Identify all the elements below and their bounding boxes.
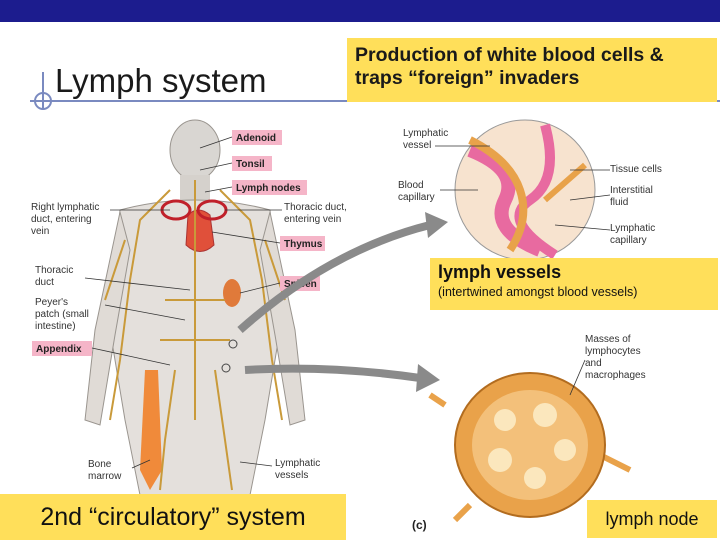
label-thoracic-entering-1: Thoracic duct, (284, 202, 347, 213)
label-lymph-vessels-2: vessels (275, 470, 308, 481)
label-lymphatic-vessel-1: Lymphatic (403, 128, 448, 139)
label-lymphatic-capillary-1: Lymphatic (610, 223, 655, 234)
arrow-to-node (244, 364, 421, 382)
label-tonsil: Tonsil (236, 159, 265, 170)
arrow-to-node-head (416, 364, 440, 392)
label-right-duct-2: duct, entering (31, 214, 92, 225)
lymph-vessels-sublabel: (intertwined amongst blood vessels) (438, 285, 638, 299)
label-lymphatic-capillary-2: capillary (610, 235, 647, 246)
label-lymph-vessels-1: Lymphatic (275, 458, 320, 469)
circulatory-system-box: 2nd “circulatory” system (0, 494, 346, 540)
label-peyers-2: patch (small (35, 309, 89, 320)
label-peyers-3: intestine) (35, 321, 76, 332)
node-marker-2 (221, 363, 231, 373)
vessel-detail (454, 119, 596, 261)
label-blood-capillary-1: Blood (398, 180, 424, 191)
label-bone-marrow-1: Bone (88, 459, 112, 470)
label-thoracic-entering-2: entering vein (284, 214, 341, 225)
label-tissue-cells: Tissue cells (610, 164, 662, 175)
label-right-duct-3: vein (31, 226, 49, 237)
bone-marrow-organ (140, 370, 162, 490)
label-adenoid: Adenoid (236, 133, 276, 144)
arrow-to-vessels (237, 221, 431, 333)
crosshair-icon (34, 92, 52, 110)
label-interstitial-1: Interstitial (610, 185, 653, 196)
label-thoracic-duct-1: Thoracic (35, 265, 73, 276)
label-interstitial-2: fluid (610, 197, 628, 208)
label-lymphatic-vessel-2: vessel (403, 140, 431, 151)
lymph-vessels-label: lymph vessels (438, 262, 562, 282)
panel-label: (c) (412, 518, 427, 532)
header-bar (0, 0, 720, 22)
slide-title: Lymph system (55, 62, 267, 99)
label-masses-4: macrophages (585, 370, 646, 381)
label-masses-1: Masses of (585, 334, 631, 345)
lymph-node-box: lymph node (587, 500, 717, 538)
lymph-vessels-box: lymph vessels (intertwined amongst blood… (430, 258, 718, 310)
label-thymus: Thymus (284, 239, 323, 250)
lymph-node-detail (428, 372, 632, 523)
label-masses-3: and (585, 358, 602, 369)
arrow-to-vessels-head (425, 212, 448, 238)
description-box: Production of white blood cells & traps … (347, 38, 717, 102)
spleen-organ (223, 279, 241, 307)
label-appendix: Appendix (36, 344, 82, 355)
node-marker-1 (228, 339, 238, 349)
label-bone-marrow-2: marrow (88, 471, 122, 482)
label-blood-capillary-2: capillary (398, 192, 435, 203)
label-right-duct-1: Right lymphatic (31, 202, 99, 213)
label-thoracic-duct-2: duct (35, 277, 54, 288)
title-divider-vertical (42, 72, 44, 108)
label-lymph-nodes: Lymph nodes (236, 183, 301, 194)
label-masses-2: lymphocytes (585, 346, 641, 357)
label-peyers-1: Peyer's (35, 297, 68, 308)
